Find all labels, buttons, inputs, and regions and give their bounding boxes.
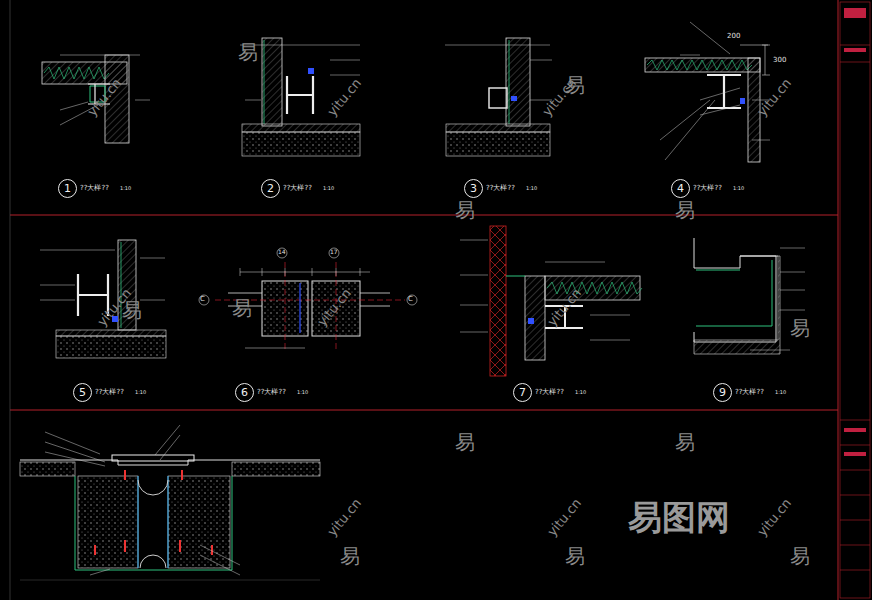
- detail-title: ??大样??: [283, 185, 312, 192]
- axis-label: 14: [278, 249, 286, 255]
- scale-text: 1:10: [575, 390, 586, 395]
- scale-text: 1:10: [135, 390, 146, 395]
- dimension: 200: [727, 33, 740, 40]
- detail-title: ??大样??: [95, 389, 124, 396]
- watermark: 易: [675, 200, 695, 220]
- axis-label: 17: [330, 249, 338, 255]
- watermark: 易: [565, 546, 585, 566]
- scale-text: 1:10: [526, 186, 537, 191]
- watermark: 易: [455, 200, 475, 220]
- detail-title: ??大样??: [486, 185, 515, 192]
- callout-circle: 9: [713, 383, 732, 402]
- callout-number: 1: [64, 183, 71, 194]
- callout-circle: 1: [58, 179, 77, 198]
- scale-text: 1:10: [120, 186, 131, 191]
- axis-label: C: [408, 296, 413, 303]
- axis-label: C: [200, 296, 205, 303]
- callout-number: 7: [519, 387, 526, 398]
- detail-title: ??大样??: [535, 389, 564, 396]
- callout-circle: 6: [235, 383, 254, 402]
- scale-text: 1:10: [733, 186, 744, 191]
- scale-text: 1:10: [297, 390, 308, 395]
- watermark: yitu.cn: [545, 496, 583, 538]
- dimension: 300: [773, 57, 786, 64]
- callout-circle: 5: [73, 383, 92, 402]
- detail-title: ??大样??: [735, 389, 764, 396]
- callout-circle: 4: [671, 179, 690, 198]
- watermark: yitu.cn: [755, 76, 793, 118]
- watermark: yitu.cn: [755, 496, 793, 538]
- scale-text: 1:10: [323, 186, 334, 191]
- detail-title: ??大样??: [257, 389, 286, 396]
- watermark: 易: [455, 432, 475, 452]
- callout-circle: 7: [513, 383, 532, 402]
- callout-number: 4: [677, 183, 684, 194]
- watermark: 易: [790, 318, 810, 338]
- callout-number: 9: [719, 387, 726, 398]
- watermark: yitu.cn: [540, 76, 578, 118]
- callout-circle: 2: [261, 179, 280, 198]
- callout-number: 5: [79, 387, 86, 398]
- watermark: 易: [232, 298, 252, 318]
- watermark: 易: [340, 546, 360, 566]
- watermark: 易: [238, 42, 258, 62]
- callout-circle: 3: [464, 179, 483, 198]
- detail-title: ??大样??: [693, 185, 722, 192]
- callout-number: 3: [470, 183, 477, 194]
- watermark: yitu.cn: [325, 496, 363, 538]
- watermark: 易: [790, 546, 810, 566]
- scale-text: 1:10: [775, 390, 786, 395]
- callout-number: 2: [267, 183, 274, 194]
- detail-title: ??大样??: [80, 185, 109, 192]
- watermark: 易: [675, 432, 695, 452]
- watermark: 易图网: [628, 500, 730, 534]
- watermark: yitu.cn: [325, 76, 363, 118]
- callout-number: 6: [241, 387, 248, 398]
